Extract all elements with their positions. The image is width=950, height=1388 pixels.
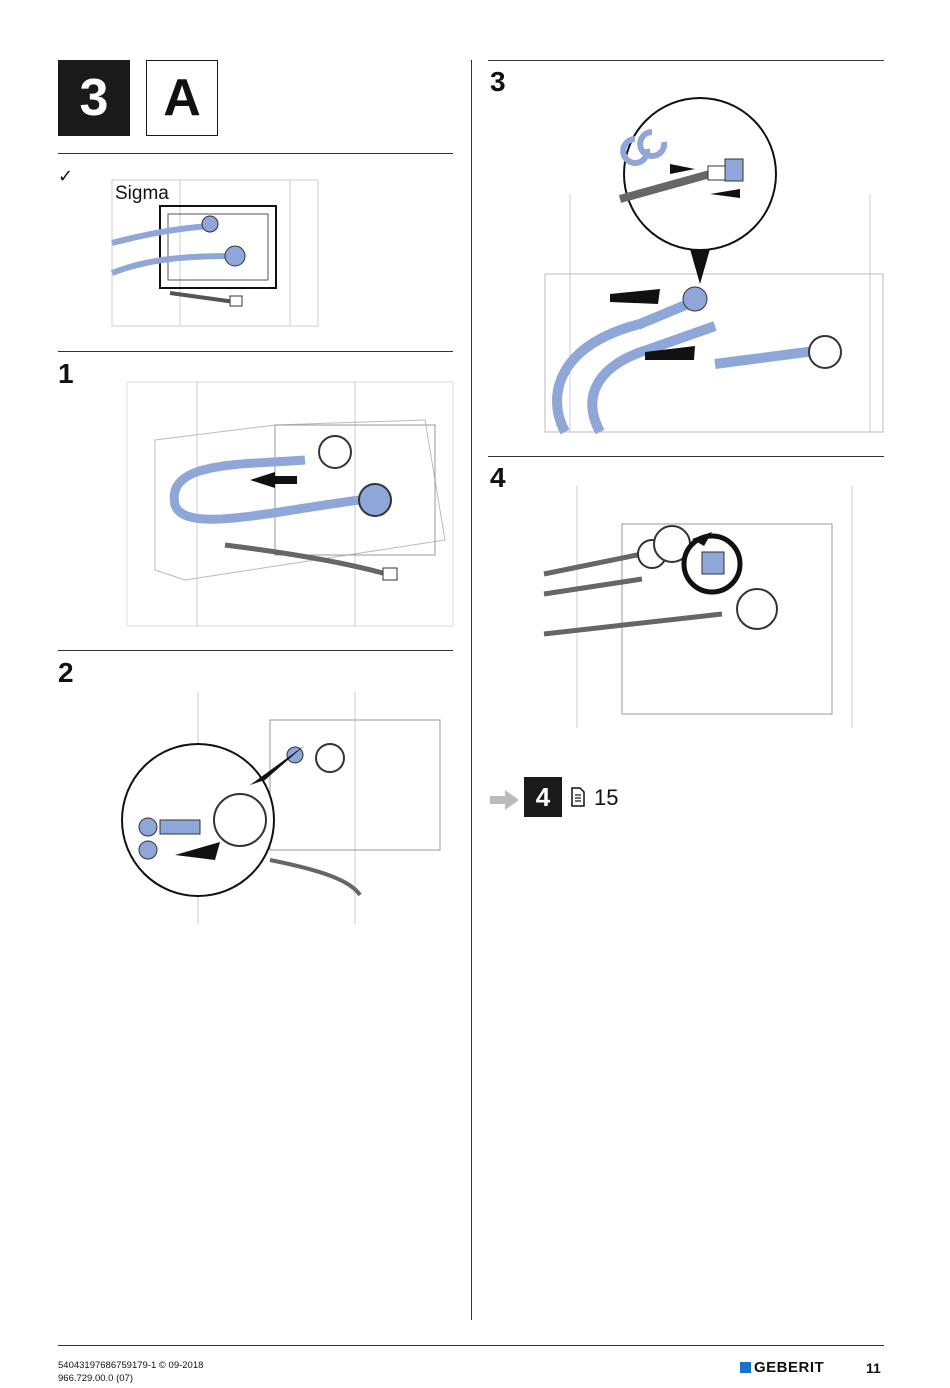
page-number: 11 bbox=[866, 1360, 881, 1376]
step-4-illustration bbox=[542, 484, 886, 730]
check-icon: ✓ bbox=[58, 166, 73, 187]
brand-logo: GEBERIT bbox=[740, 1359, 824, 1376]
variant-letter: A bbox=[163, 68, 201, 128]
sigma-illustration bbox=[110, 178, 322, 328]
next-section-number: 4 bbox=[536, 782, 550, 813]
step-number-2: 2 bbox=[58, 659, 74, 687]
article-number: 966.729.00.0 (07) bbox=[58, 1373, 133, 1384]
step-3-illustration bbox=[540, 94, 886, 434]
arrow-right-icon bbox=[490, 789, 520, 816]
divider bbox=[58, 650, 453, 651]
divider bbox=[488, 60, 884, 61]
variant-box: A bbox=[146, 60, 218, 136]
step-number-1: 1 bbox=[58, 360, 74, 388]
divider bbox=[58, 153, 453, 154]
step-number-3: 3 bbox=[490, 68, 506, 96]
section-number: 3 bbox=[80, 68, 109, 128]
footer-divider bbox=[58, 1345, 884, 1346]
section-number-box: 3 bbox=[58, 60, 130, 136]
step-1-illustration bbox=[125, 380, 455, 628]
page-reference[interactable]: 15 bbox=[594, 785, 618, 811]
brand-name: GEBERIT bbox=[754, 1359, 824, 1376]
divider bbox=[58, 351, 453, 352]
document-number: 5404319768675917​9-1 © 09-2018 bbox=[58, 1360, 203, 1371]
next-section-link[interactable]: 4 bbox=[524, 777, 562, 817]
step-2-illustration bbox=[120, 690, 454, 926]
column-divider bbox=[471, 60, 472, 1320]
divider bbox=[488, 456, 884, 457]
document-icon bbox=[570, 787, 586, 812]
brand-square-icon bbox=[740, 1362, 751, 1373]
step-number-4: 4 bbox=[490, 464, 506, 492]
